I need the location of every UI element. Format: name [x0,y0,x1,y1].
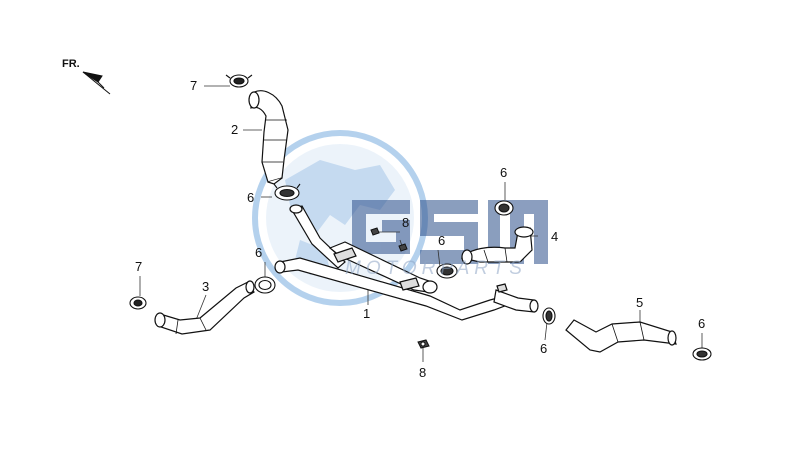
bolt-part-8-lower [417,339,430,349]
clamp-part-6-d [494,200,514,216]
clamp-part-7-upper [225,74,253,88]
clamp-part-6-c [254,276,276,294]
callout-7-lower: 7 [135,259,143,274]
hose-part-4 [460,226,534,265]
callout-2: 2 [231,122,239,137]
callout-7-upper: 7 [190,78,198,93]
clamp-part-6-e [542,307,556,325]
fr-arrow-icon [82,71,111,95]
callout-6-b: 6 [438,233,446,248]
callout-6-d: 6 [255,245,263,260]
callout-3: 3 [202,279,210,294]
callout-4: 4 [551,229,559,244]
callout-6-e: 6 [698,316,706,331]
clamp-part-7-lower [129,296,147,310]
callout-5: 5 [636,295,644,310]
callout-8-lower: 8 [419,365,427,380]
direction-label: FR. [62,58,80,70]
leader-lines [139,85,703,362]
bolt-part-8-upper [370,227,408,252]
clamp-part-6-a [273,183,301,201]
pipe-assembly-part-1 [274,204,539,321]
hose-part-2 [248,90,289,185]
callout-8-upper: 8 [402,215,410,230]
watermark-subtitle: MOTORPARTS [345,258,527,279]
callout-1: 1 [363,306,371,321]
clamp-part-6-b [436,263,458,279]
clamp-part-6-f [692,347,712,361]
callout-6-c: 6 [500,165,508,180]
callout-6-f: 6 [540,341,548,356]
hose-part-3 [154,280,255,335]
hose-part-5 [565,319,677,353]
callout-6-a: 6 [247,190,255,205]
